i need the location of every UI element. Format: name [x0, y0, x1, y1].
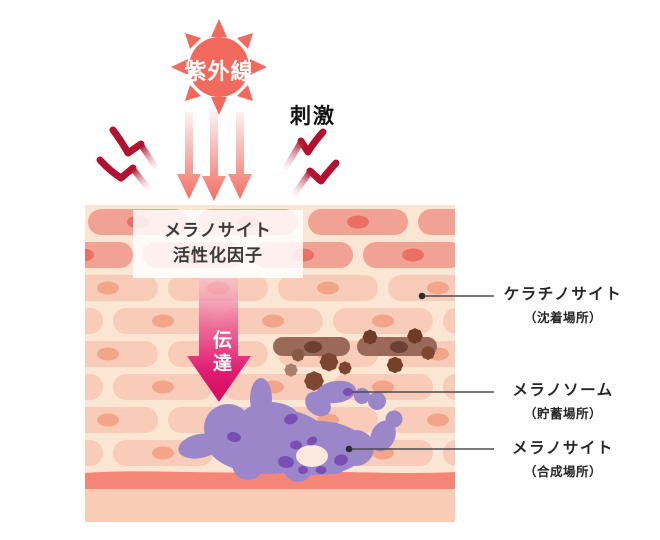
keratinocyte-deposits [273, 327, 437, 393]
melanosome-spots [227, 388, 353, 474]
shock-marks-right-icon [283, 128, 340, 196]
activation-factor-text: メラノサイト 活性化因子 [133, 219, 303, 268]
uv-arrow [177, 112, 201, 199]
legend-item-melanocyte: メラノサイト （合成場所） [486, 440, 640, 480]
legend-subtitle-keratinocyte: （沈着場所） [523, 310, 602, 325]
melanosome-pointer-target [343, 388, 353, 396]
dermis-band [85, 489, 455, 522]
sun-icon [171, 19, 267, 115]
transmission-arrow [187, 278, 251, 402]
legend-item-keratinocyte: ケラチノサイト （沈着場所） [486, 286, 640, 326]
legend-title-melanosome: メラノソーム [512, 382, 614, 399]
sun-label: 紫外線 [184, 59, 254, 84]
activation-factor-line2: 活性化因子 [173, 245, 263, 265]
shock-marks-left-icon [96, 126, 158, 191]
uv-arrows-icon [177, 112, 252, 201]
keratinocyte-nucleus [390, 341, 408, 353]
basement-membrane [85, 471, 455, 489]
activation-factor-box [133, 210, 303, 278]
pointer-dot-melanocyte [345, 445, 353, 453]
stimulus-label: 刺激 [290, 105, 336, 128]
activation-factor-line1: メラノサイト [164, 221, 272, 240]
legend-title-keratinocyte: ケラチノサイト [503, 286, 623, 303]
keratinocyte-nucleus [304, 341, 322, 353]
legend-subtitle-melanocyte: （合成場所） [523, 464, 602, 479]
legend-subtitle-melanosome: （貯蓄場所） [523, 406, 602, 421]
legend-item-melanosome: メラノソーム （貯蓄場所） [486, 382, 640, 422]
uv-arrow [228, 112, 252, 199]
transmission-label: 伝達 [210, 330, 231, 376]
melanocyte-nucleus [296, 445, 328, 467]
uv-arrow [202, 112, 226, 201]
pointer-dot-keratinocyte [418, 292, 426, 300]
pointer-lines [351, 295, 494, 450]
legend-title-melanocyte: メラノサイト [512, 440, 614, 457]
